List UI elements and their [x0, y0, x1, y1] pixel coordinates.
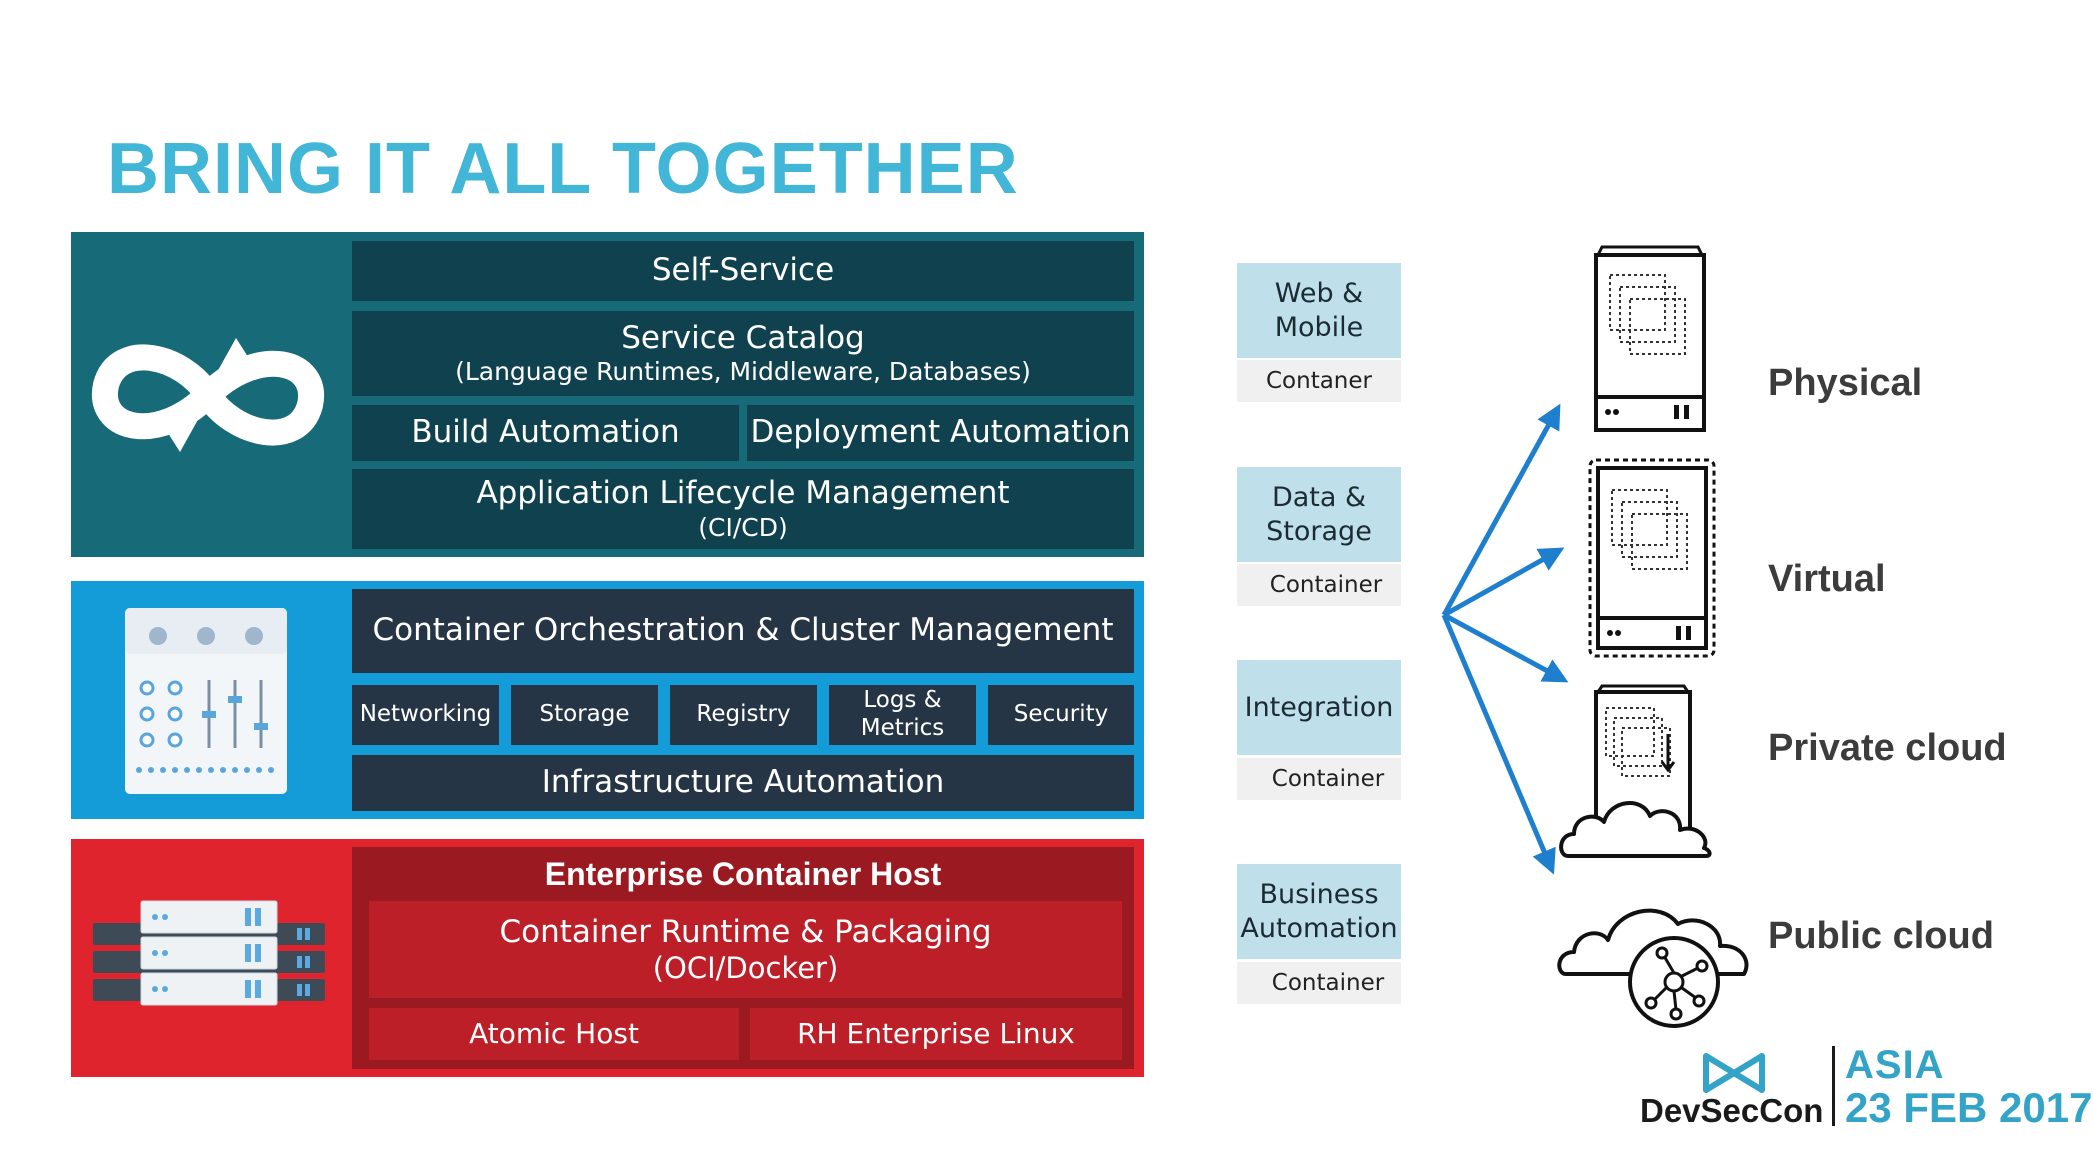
infinity-loop-icon — [92, 338, 324, 452]
stack-integration-label: Integration — [1244, 691, 1394, 723]
networking-box: Networking — [352, 685, 499, 745]
atomic-host-box: Atomic Host — [369, 1008, 739, 1060]
stack-business-automation-container: Container — [1237, 962, 1401, 1004]
env-private-cloud-label: Private cloud — [1768, 727, 2007, 769]
stack-business-automation-container-label: Container — [1271, 970, 1385, 996]
orchestration-label: Container Orchestration & Cluster Manage… — [372, 612, 1114, 649]
arrow-to-private-cloud — [1442, 612, 1569, 683]
security-label: Security — [1013, 701, 1109, 728]
build-automation-box: Build Automation — [352, 405, 739, 461]
logs-metrics-label: Logs & Metrics — [860, 687, 945, 741]
service-catalog-sublabel: (Language Runtimes, Middleware, Database… — [455, 357, 1031, 387]
container-runtime-label: Container Runtime & Packaging — [499, 913, 992, 950]
branding-date: 23 FEB 2017 — [1845, 1084, 2093, 1131]
registry-label: Registry — [696, 701, 791, 728]
physical-server-icon — [1594, 245, 1706, 432]
container-runtime-box: Container Runtime & Packaging (OCI/Docke… — [369, 901, 1122, 998]
alm-sublabel: (CI/CD) — [698, 512, 788, 542]
build-automation-label: Build Automation — [411, 414, 680, 451]
arrow-to-virtual — [1442, 547, 1565, 618]
registry-box: Registry — [670, 685, 817, 745]
server-rack-icon — [93, 900, 325, 1006]
distribution-arrows — [1441, 403, 1569, 875]
private-cloud-icon — [1559, 684, 1712, 858]
deployment-automation-box: Deployment Automation — [747, 405, 1134, 461]
stack-data-storage-container-label: Container — [1269, 572, 1383, 598]
orchestration-box: Container Orchestration & Cluster Manage… — [352, 589, 1134, 673]
stack-business-automation-label: Business Automation — [1240, 878, 1398, 944]
stack-data-storage-label: Data & Storage — [1266, 481, 1372, 547]
rhel-box: RH Enterprise Linux — [750, 1008, 1122, 1060]
self-service-label: Self-Service — [651, 252, 835, 289]
service-catalog-label: Service Catalog — [621, 319, 865, 356]
slide-title: BRING IT ALL TOGETHER — [107, 129, 1019, 209]
env-virtual-label: Virtual — [1768, 558, 1886, 600]
rhel-label: RH Enterprise Linux — [797, 1017, 1075, 1051]
container-runtime-sublabel: (OCI/Docker) — [652, 950, 839, 985]
service-catalog-box: Service Catalog (Language Runtimes, Midd… — [352, 311, 1134, 396]
storage-label: Storage — [539, 701, 630, 728]
storage-box: Storage — [511, 685, 658, 745]
branding-region: ASIA — [1845, 1043, 1945, 1087]
security-box: Security — [988, 685, 1134, 745]
alm-label: Application Lifecycle Management — [476, 475, 1010, 512]
alm-box: Application Lifecycle Management (CI/CD) — [352, 469, 1134, 549]
stack-integration-container: Container — [1237, 758, 1401, 800]
infrastructure-automation-box: Infrastructure Automation — [352, 755, 1134, 811]
networking-label: Networking — [359, 701, 492, 728]
public-cloud-icon — [1557, 908, 1749, 1028]
devseccon-logo-text: DevSecCon — [1640, 1092, 1824, 1129]
enterprise-container-host-header: Enterprise Container Host — [352, 852, 1134, 896]
devseccon-logo-icon — [1703, 1053, 1765, 1093]
enterprise-container-host-label: Enterprise Container Host — [544, 855, 942, 892]
stack-data-storage-container: Container — [1237, 564, 1401, 606]
self-service-box: Self-Service — [352, 241, 1134, 301]
infrastructure-automation-label: Infrastructure Automation — [541, 764, 945, 801]
atomic-host-label: Atomic Host — [469, 1017, 639, 1051]
branding-divider — [1832, 1046, 1835, 1126]
env-physical-label: Physical — [1768, 362, 1923, 404]
env-public-cloud-label: Public cloud — [1768, 915, 1994, 957]
deployment-automation-label: Deployment Automation — [750, 414, 1131, 451]
arrow-to-physical — [1441, 403, 1561, 617]
logs-metrics-box: Logs & Metrics — [829, 685, 976, 745]
stack-web-mobile-label: Web & Mobile — [1274, 277, 1364, 343]
stack-integration-container-label: Container — [1271, 766, 1385, 792]
stack-business-automation: Business Automation — [1237, 864, 1401, 959]
stack-web-mobile-container-label: Contaner — [1265, 368, 1372, 394]
stack-data-storage: Data & Storage — [1237, 467, 1401, 562]
stack-integration: Integration — [1237, 660, 1401, 755]
arrow-to-public-cloud — [1441, 614, 1556, 875]
stack-web-mobile: Web & Mobile — [1237, 263, 1401, 358]
virtual-server-icon — [1588, 458, 1716, 658]
control-panel-icon — [125, 608, 287, 794]
stack-web-mobile-container: Contaner — [1237, 360, 1401, 402]
